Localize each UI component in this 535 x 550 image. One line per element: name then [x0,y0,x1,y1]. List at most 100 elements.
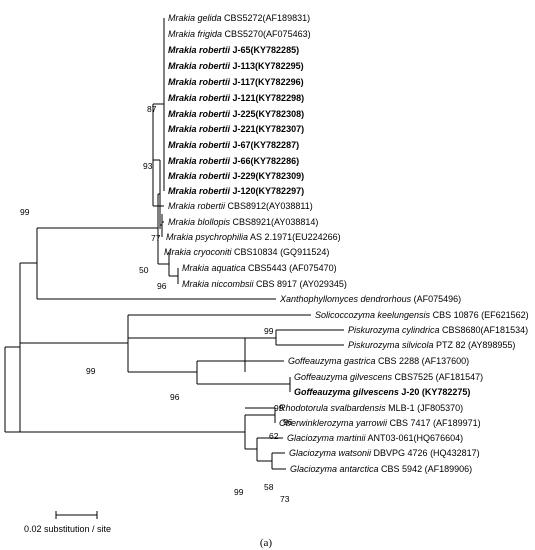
species-name: Glaciozyma antarctica [290,464,379,474]
taxon-label: Piskurozyma silvicola PTZ 82 (AY898955) [348,340,515,350]
species-name: Mrakia robertii [168,156,231,166]
taxon-label: Mrakia cryoconiti CBS10834 (GQ911524) [164,247,329,257]
species-name: Goffeauzyma gilvescens [294,372,393,382]
bootstrap-93: 93 [143,161,153,171]
species-name: Mrakia robertii [168,201,226,211]
bootstrap-58: 58 [264,482,274,492]
strain-accession: PTZ 82 (AY898955) [434,340,516,350]
strain-accession: ANT03-061(HQ676604) [366,433,464,443]
taxon-label: Mrakia robertii J-117(KY782296) [168,77,304,87]
species-name: Mrakia robertii [168,109,231,119]
taxon-label: Mrakia gelida CBS5272(AF189831) [168,13,310,23]
species-name: Goffeauzyma gilvescens [294,387,399,397]
strain-accession: CBS 2288 (AF137600) [376,356,470,366]
species-name: Mrakia robertii [168,140,231,150]
taxon-label: Mrakia psychrophilia AS 2.1971(EU224266) [166,232,341,242]
strain-accession: CBS5272(AF189831) [222,13,311,23]
strain-accession: CBS 10876 (EF621562) [430,310,529,320]
strain-accession: J-20 (KY782275) [399,387,471,397]
bootstrap-77: 77 [151,233,161,243]
taxon-label: Mrakia robertii J-221(KY782307) [168,124,304,134]
taxon-label: Mrakia robertii J-65(KY782285) [168,45,299,55]
species-name: Glaciozyma watsonii [289,448,372,458]
species-name: Glaciozyma martinii [287,433,367,443]
bootstrap-99-gilvescens: 99 [274,403,284,413]
species-name: Mrakia robertii [168,61,231,71]
strain-accession: J-67(KY782287) [230,140,299,150]
strain-accession: CBS 5942 (AF189906) [379,464,473,474]
strain-accession: (AF075496) [411,294,461,304]
species-name: Mrakia robertii [168,93,231,103]
strain-accession: CBS 8917 (AY029345) [254,279,347,289]
bootstrap-99-tremellomycetes: 99 [86,366,96,376]
species-name: Mrakia robertii [168,45,231,55]
strain-accession: J-225(KY782308) [230,109,304,119]
strain-accession: CBS5443 (AF075470) [246,263,337,273]
taxon-label: Xanthophyllomyces dendrorhous (AF075496) [279,294,461,304]
strain-accession: J-65(KY782285) [230,45,299,55]
strain-accession: CBS8680(AF181534) [440,325,529,335]
taxon-label: Goffeauzyma gastrica CBS 2288 (AF137600) [288,356,469,366]
strain-accession: MLB-1 (JF805370) [386,403,464,413]
species-name: Piskurozyma silvicola [348,340,434,350]
strain-accession: J-113(KY782295) [230,61,304,71]
species-name: Mrakia niccombsii [182,279,255,289]
taxon-label: Mrakia robertii J-225(KY782308) [168,109,304,119]
taxon-label: Mrakia robertii J-120(KY782297) [168,186,304,196]
taxon-label: Goffeauzyma gilvescens J-20 (KY782275) [294,387,470,397]
bootstrap-87: 87 [147,104,157,114]
species-name: Mrakia robertii [168,186,231,196]
species-name: Goffeauzyma gastrica [288,356,376,366]
strain-accession: J-121(KY782298) [230,93,304,103]
tree-branches [4,18,344,470]
species-name: Mrakia aquatica [182,263,246,273]
taxon-labels: Mrakia gelida CBS5272(AF189831)Mrakia fr… [164,13,529,474]
bootstrap-50: 50 [139,265,149,275]
species-name: Solicoccozyma keelungensis [315,310,431,320]
bootstrap-99-mrakia: 99 [20,207,30,217]
taxon-label: Glaciozyma antarctica CBS 5942 (AF189906… [290,464,472,474]
taxon-label: Glaciozyma martinii ANT03-061(HQ676604) [287,433,463,443]
taxon-label: Mrakia robertii J-66(KY782286) [168,156,299,166]
strain-accession: DBVPG 4726 (HQ432817) [371,448,480,458]
species-name: Mrakia gelida [168,13,222,23]
bootstrap-62: 62 [269,431,279,441]
taxon-label: Mrakia robertii CBS8912(AY038811) [168,201,313,211]
taxon-label: Mrakia niccombsii CBS 8917 (AY029345) [182,279,347,289]
taxon-label: Mrakia robertii J-121(KY782298) [168,93,304,103]
scale-bar-label: 0.02 substitution / site [24,524,111,534]
strain-accession: CBS5270(AF075463) [222,29,311,39]
panel-label: (a) [260,537,273,549]
taxon-label: Mrakia frigida CBS5270(AF075463) [168,29,311,39]
taxon-label: Rhodotorula svalbardensis MLB-1 (JF80537… [279,403,463,413]
species-name: Mrakia psychrophilia [166,232,248,242]
bootstrap-96-goffeauzyma: 96 [170,392,180,402]
taxon-label: Oberwinklerozyma yarrowii CBS 7417 (AF18… [279,418,481,428]
scale-bar: 0.02 substitution / site [24,511,111,534]
strain-accession: J-221(KY782307) [230,124,304,134]
taxon-label: Mrakia robertii J-113(KY782295) [168,61,304,71]
strain-accession: CBS10834 (GQ911524) [232,247,330,257]
taxon-label: Mrakia aquatica CBS5443 (AF075470) [182,263,337,273]
species-name: Xanthophyllomyces dendrorhous [279,294,412,304]
strain-accession: J-120(KY782297) [230,186,304,196]
taxon-label: Mrakia robertii J-229(KY782309) [168,171,304,181]
taxon-label: Goffeauzyma gilvescens CBS7525 (AF181547… [294,372,483,382]
bootstrap-96-aquatica: 96 [157,281,167,291]
species-name: Mrakia robertii [168,124,231,134]
species-name: Mrakia robertii [168,171,231,181]
strain-accession: AS 2.1971(EU224266) [248,232,341,242]
strain-accession: CBS8912(AY038811) [225,201,313,211]
taxon-label: Glaciozyma watsonii DBVPG 4726 (HQ432817… [289,448,480,458]
strain-accession: J-229(KY782309) [230,171,304,181]
taxon-label: Mrakia robertii J-67(KY782287) [168,140,299,150]
bootstrap-99-piskurozyma: 99 [264,326,274,336]
strain-accession: CBS8921(AY038814) [230,217,318,227]
species-name: Mrakia frigida [168,29,222,39]
strain-accession: J-117(KY782296) [230,77,304,87]
strain-accession: CBS7525 (AF181547) [392,372,483,382]
strain-accession: J-66(KY782286) [230,156,299,166]
species-name: Mrakia robertii [168,77,231,87]
bootstrap-values: 87 93 99 77 50 96 99 99 96 99 96 62 99 5… [20,104,293,504]
